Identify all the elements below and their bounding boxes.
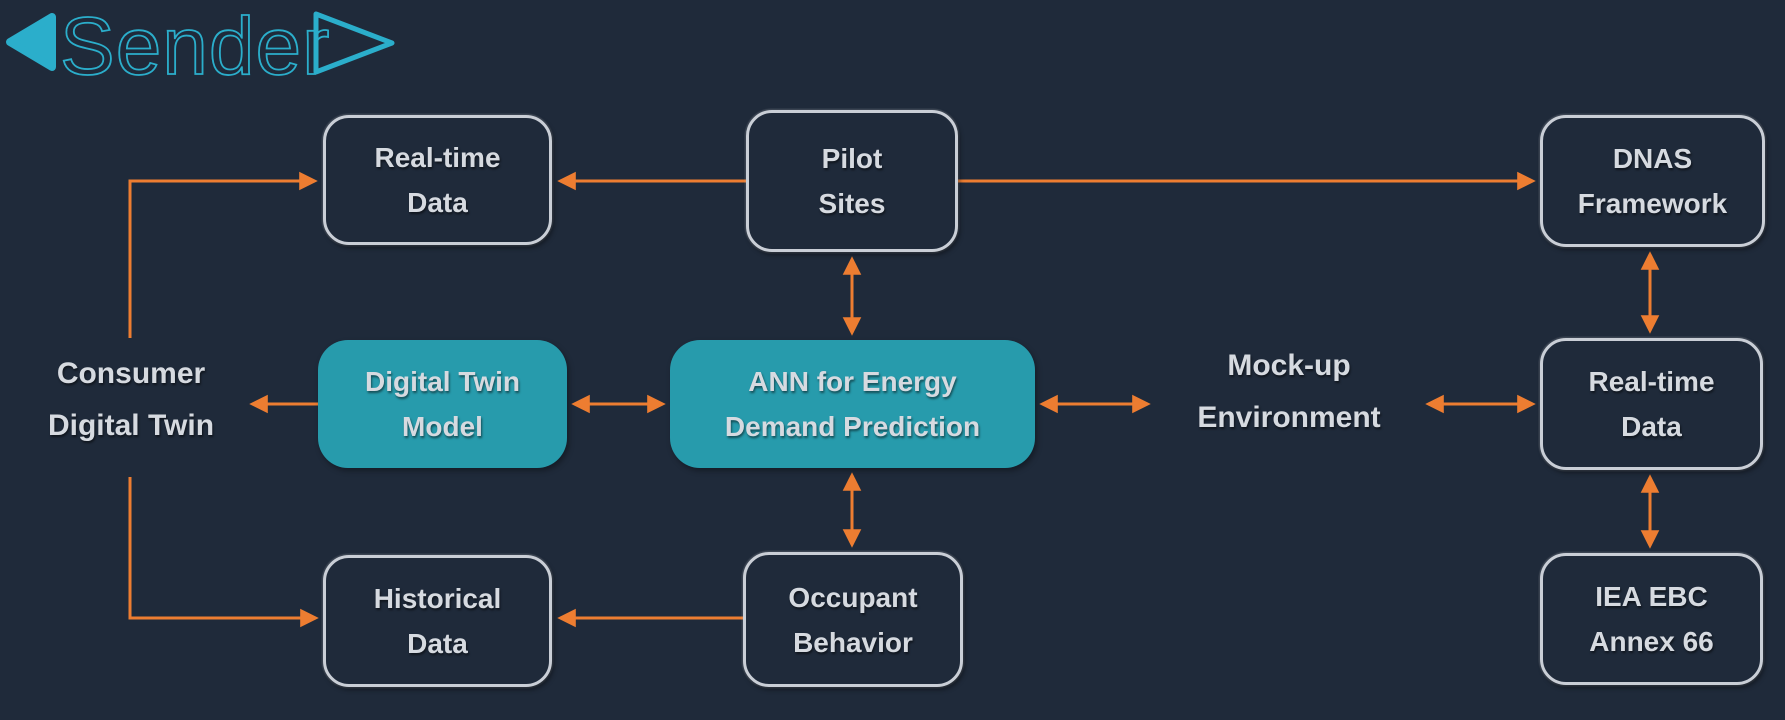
arrow-consumer-digital-twin-to-historical-data (128, 477, 319, 628)
arrow-consumer-digital-twin-to-real-time-data-left (128, 171, 318, 338)
node-label-line: Occupant (788, 581, 918, 613)
node-label-line: ANN for Energy (748, 366, 957, 397)
node-label-line: Sites (818, 188, 886, 219)
node-label-line: Data (407, 187, 468, 218)
node-label-line: Historical (373, 583, 502, 614)
logo-back-triangle-icon (6, 13, 56, 71)
node-label-line: Digital Twin (364, 366, 521, 397)
label-line: Digital Twin (47, 409, 215, 442)
node-label-line: Data (1621, 411, 1682, 442)
node-label-line: Annex 66 (1589, 626, 1714, 657)
label-consumer-digital-twin: Consumer Digital Twin (0, 348, 262, 452)
node-digital-twin-model: Digital Twin Model (318, 340, 567, 468)
label-mockup-environment: Mock-up Environment (1158, 340, 1420, 444)
node-historical-data: Historical Data (323, 555, 552, 687)
node-label-line: Pilot (821, 143, 883, 174)
node-label-line: Data (407, 628, 468, 659)
node-occupant-behavior: Occupant Behavior (743, 552, 963, 687)
logo-play-triangle-icon (313, 11, 395, 75)
node-label-line: Model (402, 411, 483, 442)
node-pilot-sites: Pilot Sites (746, 110, 958, 252)
logo-text: Sender (60, 1, 330, 92)
node-label-line: Behavior (793, 626, 913, 658)
node-label-line: Real-time (1588, 366, 1715, 397)
label-line: Mock-up (1227, 349, 1351, 382)
node-label-line: Real-time (374, 142, 501, 173)
node-label-line: IEA EBC (1595, 581, 1708, 612)
label-line: Consumer (56, 357, 206, 390)
label-line: Environment (1197, 401, 1381, 434)
node-dnas-framework: DNAS Framework (1540, 115, 1765, 247)
node-iea-ebc-annex-66: IEA EBC Annex 66 (1540, 553, 1763, 685)
node-label-line: Demand Prediction (724, 411, 981, 442)
node-label-line: DNAS (1612, 143, 1693, 174)
node-label-line: Framework (1577, 188, 1728, 219)
node-real-time-data-left: Real-time Data (323, 115, 552, 245)
sender-logo: Sender (6, 0, 395, 92)
node-real-time-data-right: Real-time Data (1540, 338, 1763, 470)
node-ann-energy-demand-prediction: ANN for Energy Demand Prediction (670, 340, 1035, 468)
